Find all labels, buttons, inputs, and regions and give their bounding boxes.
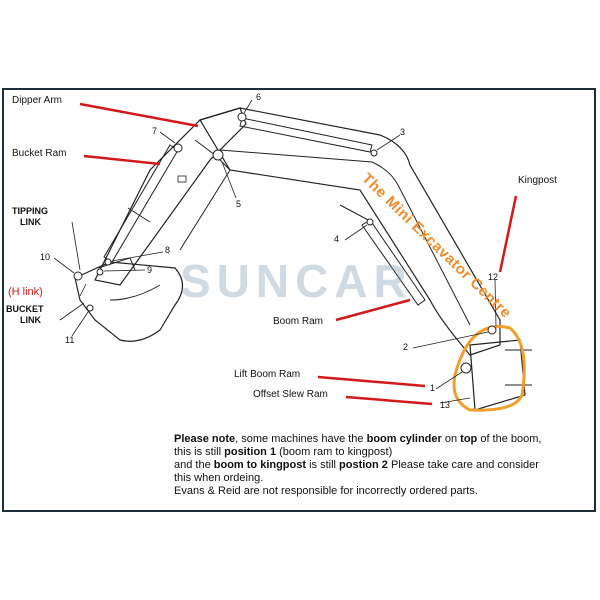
label-h-link: (H link)	[8, 286, 43, 298]
boom-ram-cylinder	[361, 219, 426, 306]
pin-2	[487, 325, 497, 335]
label-tipping-link-line1: TIPPING	[12, 206, 49, 216]
leader-dipper-arm	[79, 102, 199, 128]
number-8: 8	[165, 245, 171, 255]
pin-11	[86, 304, 94, 312]
leader-kingpost	[498, 195, 518, 273]
number-13: 13	[440, 400, 451, 410]
label-dipper-arm: Dipper Arm	[12, 95, 63, 106]
note-text: of the boom, this is still	[174, 433, 542, 458]
kingpost-body	[469, 339, 526, 411]
label-lift-boom-ram: Lift Boom Ram	[234, 369, 301, 380]
label-tipping-link: TIPPING LINK	[12, 206, 48, 228]
pin-4	[366, 218, 374, 226]
note-text: , some machines have the	[235, 433, 367, 445]
number-5: 5	[236, 199, 242, 209]
note-emph-top: top	[460, 433, 478, 445]
number-leaders	[53, 99, 497, 404]
boom-inner-line	[219, 149, 471, 326]
label-bucket-link-line1: BUCKET	[6, 304, 44, 314]
label-offset-slew-ram: Offset Slew Ram	[253, 389, 328, 400]
note-text: and the	[174, 459, 214, 471]
number-11: 11	[65, 335, 75, 345]
pin-8	[104, 258, 112, 266]
number-3: 3	[400, 127, 406, 137]
note-paragraph-1: Please note, some machines have the boom…	[174, 433, 544, 459]
leader-boom-ram	[335, 298, 411, 322]
number-1: 1	[430, 383, 436, 393]
label-bucket-link-line2: LINK	[20, 315, 41, 325]
number-4: 4	[334, 234, 340, 244]
note-emph-boom-cylinder: boom cylinder	[366, 433, 442, 445]
number-9: 9	[147, 265, 153, 275]
note-emph-please-note: Please note	[174, 433, 236, 445]
disclaimer-note: Please note, some machines have the boom…	[174, 433, 544, 498]
pin-5	[212, 149, 224, 161]
leader-bucket-ram	[83, 154, 161, 166]
bucket-outline	[74, 261, 184, 342]
pin-9	[96, 268, 104, 276]
note-text: on	[441, 433, 461, 445]
boom-outline	[199, 107, 501, 356]
number-6: 6	[256, 92, 262, 102]
pivot-pins	[73, 112, 497, 374]
note-text: is still	[306, 459, 340, 471]
note-text: (boom ram to kingpost)	[276, 446, 393, 458]
number-7: 7	[152, 126, 158, 136]
note-paragraph-2: and the boom to kingpost is still postio…	[174, 459, 544, 485]
pin-6	[237, 112, 247, 122]
kingpost-highlight	[452, 325, 526, 412]
leader-lines	[79, 102, 518, 406]
note-text: Please take care and consider this when …	[174, 459, 539, 484]
leader-offset-slew-ram	[345, 395, 433, 406]
dipper-arm-outline	[94, 107, 247, 286]
label-kingpost: Kingpost	[518, 175, 557, 186]
upper-ram	[239, 117, 373, 153]
note-emph-boom-to-kingpost: boom to kingpost	[213, 459, 307, 471]
label-boom-ram: Boom Ram	[273, 316, 324, 327]
label-tipping-link-line2: LINK	[20, 217, 41, 227]
pin-10	[73, 271, 83, 281]
pin-3	[370, 149, 378, 157]
pin-7	[173, 143, 183, 153]
note-emph-position-2: postion 2	[339, 459, 388, 471]
watermark: SUNCAR	[180, 255, 413, 307]
label-bucket-ram: Bucket Ram	[12, 148, 67, 159]
note-emph-position-1: position 1	[224, 446, 277, 458]
number-10: 10	[40, 252, 51, 262]
number-12: 12	[488, 272, 499, 282]
number-2: 2	[403, 342, 409, 352]
leader-lift-boom-ram	[317, 375, 426, 388]
note-paragraph-3: Evans & Reid are not responsible for inc…	[174, 485, 478, 497]
label-bucket-link: BUCKET LINK	[6, 304, 44, 326]
pin-1	[460, 362, 472, 374]
